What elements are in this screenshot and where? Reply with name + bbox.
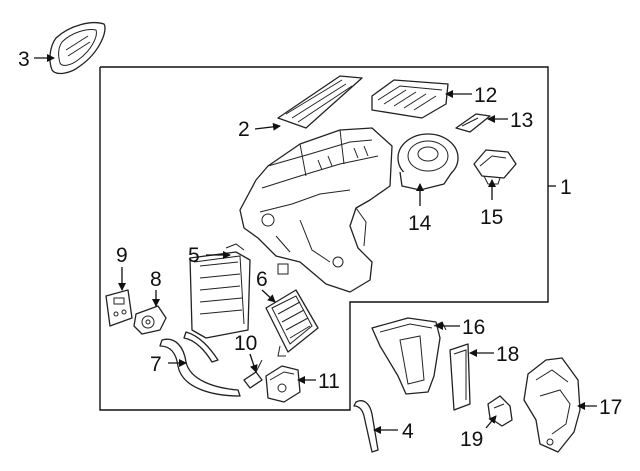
callout-17: 17 [599, 396, 622, 419]
callout-19: 19 [460, 428, 483, 451]
part-11-actuator-motor [265, 365, 301, 403]
part-7-drain-tube [159, 331, 241, 397]
callout-14: 14 [408, 212, 432, 235]
callout-5: 5 [188, 244, 200, 267]
callout-13: 13 [510, 109, 533, 132]
part-14-blower-motor [397, 133, 459, 191]
part-9-control-module [105, 289, 133, 327]
callout-15: 15 [480, 206, 503, 229]
part-17-side-housing [523, 357, 581, 453]
callout-8: 8 [150, 268, 162, 291]
part-8-actuator [133, 305, 167, 335]
main-assembly-frame [99, 66, 549, 411]
part-6-heater-core [265, 289, 319, 357]
part-4-hose [353, 400, 379, 453]
part-2-duct [277, 75, 363, 129]
callout-1: 1 [560, 176, 572, 199]
part-12-cabin-filter [371, 79, 449, 119]
callout-3: 3 [18, 48, 30, 71]
callout-7: 7 [150, 353, 162, 376]
leader-lines [34, 54, 597, 434]
callout-labels: 1 2 3 4 5 6 7 8 9 10 11 12 13 14 15 16 1… [18, 48, 622, 451]
part-15-blower-resistor [473, 149, 517, 185]
part-16-distribution-duct [371, 317, 447, 395]
callout-10: 10 [234, 332, 257, 355]
callout-4: 4 [402, 420, 414, 443]
callout-11: 11 [318, 370, 340, 393]
part-3-bezel [49, 22, 106, 75]
part-1-hvac-housing [239, 127, 393, 293]
callout-18: 18 [496, 343, 519, 366]
part-5-evaporator [189, 243, 251, 339]
callout-2: 2 [238, 118, 250, 141]
callout-6: 6 [256, 268, 268, 291]
callout-16: 16 [462, 316, 485, 339]
callout-12: 12 [474, 84, 497, 107]
callout-9: 9 [116, 244, 128, 267]
part-18-filter [449, 343, 471, 411]
part-13-filter-seal [455, 113, 491, 133]
